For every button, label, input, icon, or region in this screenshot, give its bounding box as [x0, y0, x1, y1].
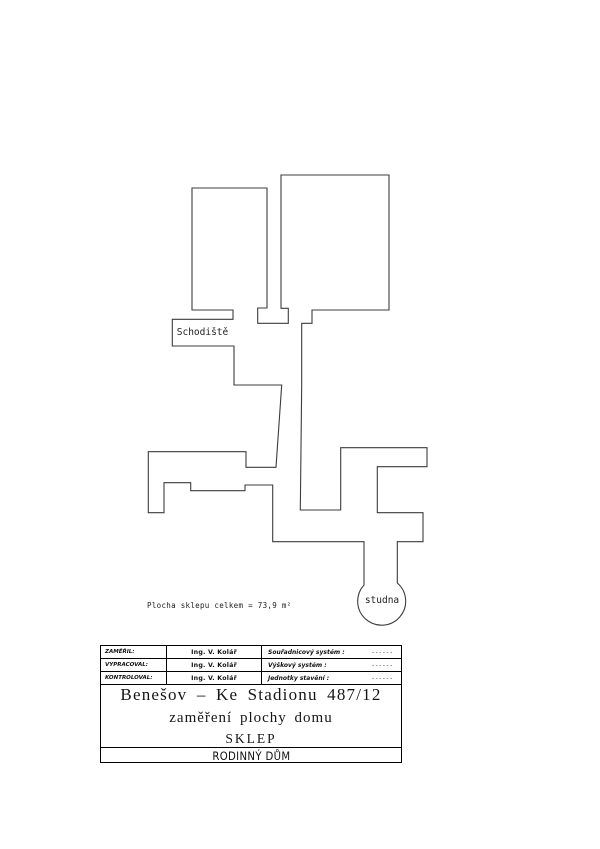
drawing-title-area: Benešov – Ke Stadionu 487/12 zaměření pl… [101, 685, 401, 747]
drafted-role-label: VYPRACOVAL: [105, 662, 148, 668]
coordinate-system-value: ------ [371, 648, 393, 656]
drawing-title-floor: SKLEP [225, 731, 277, 746]
building-type-band: RODINNÝ DŮM [101, 747, 401, 763]
title-block: ZAMĚŘIL: Ing. V. Kolář Souřadnicový syst… [100, 645, 402, 763]
drawing-title-subject: zaměření plochy domu [169, 710, 333, 726]
drawing-title-address: Benešov – Ke Stadionu 487/12 [120, 685, 382, 704]
title-block-row-drafted: VYPRACOVAL: Ing. V. Kolář Výškový systém… [101, 659, 401, 672]
building-type-label: RODINNÝ DŮM [211, 748, 291, 763]
coordinate-system-label: Souřadnicový systém : [268, 648, 345, 656]
height-system-value: ------ [371, 661, 393, 669]
surveyed-name: Ing. V. Kolář [191, 648, 237, 656]
height-system-label: Výškový systém : [268, 661, 327, 669]
title-block-row-surveyed: ZAMĚŘIL: Ing. V. Kolář Souřadnicový syst… [101, 646, 401, 659]
title-block-row-checked: KONTROLOVAL: Ing. V. Kolář Jednotky stav… [101, 672, 401, 685]
staircase-label: Schodiště [176, 327, 229, 338]
surveyed-role-label: ZAMĚŘIL: [105, 649, 135, 655]
checked-role-label: KONTROLOVAL: [105, 675, 153, 681]
units-label: Jednotky stavění : [268, 674, 330, 682]
units-value: ------ [371, 674, 393, 682]
cellar-outline [147, 174, 428, 626]
drafted-name: Ing. V. Kolář [191, 661, 237, 669]
checked-name: Ing. V. Kolář [191, 674, 237, 682]
area-total-label: Plocha sklepu celkem = 73,9 m² [147, 601, 292, 610]
well-label: studna [364, 595, 400, 606]
